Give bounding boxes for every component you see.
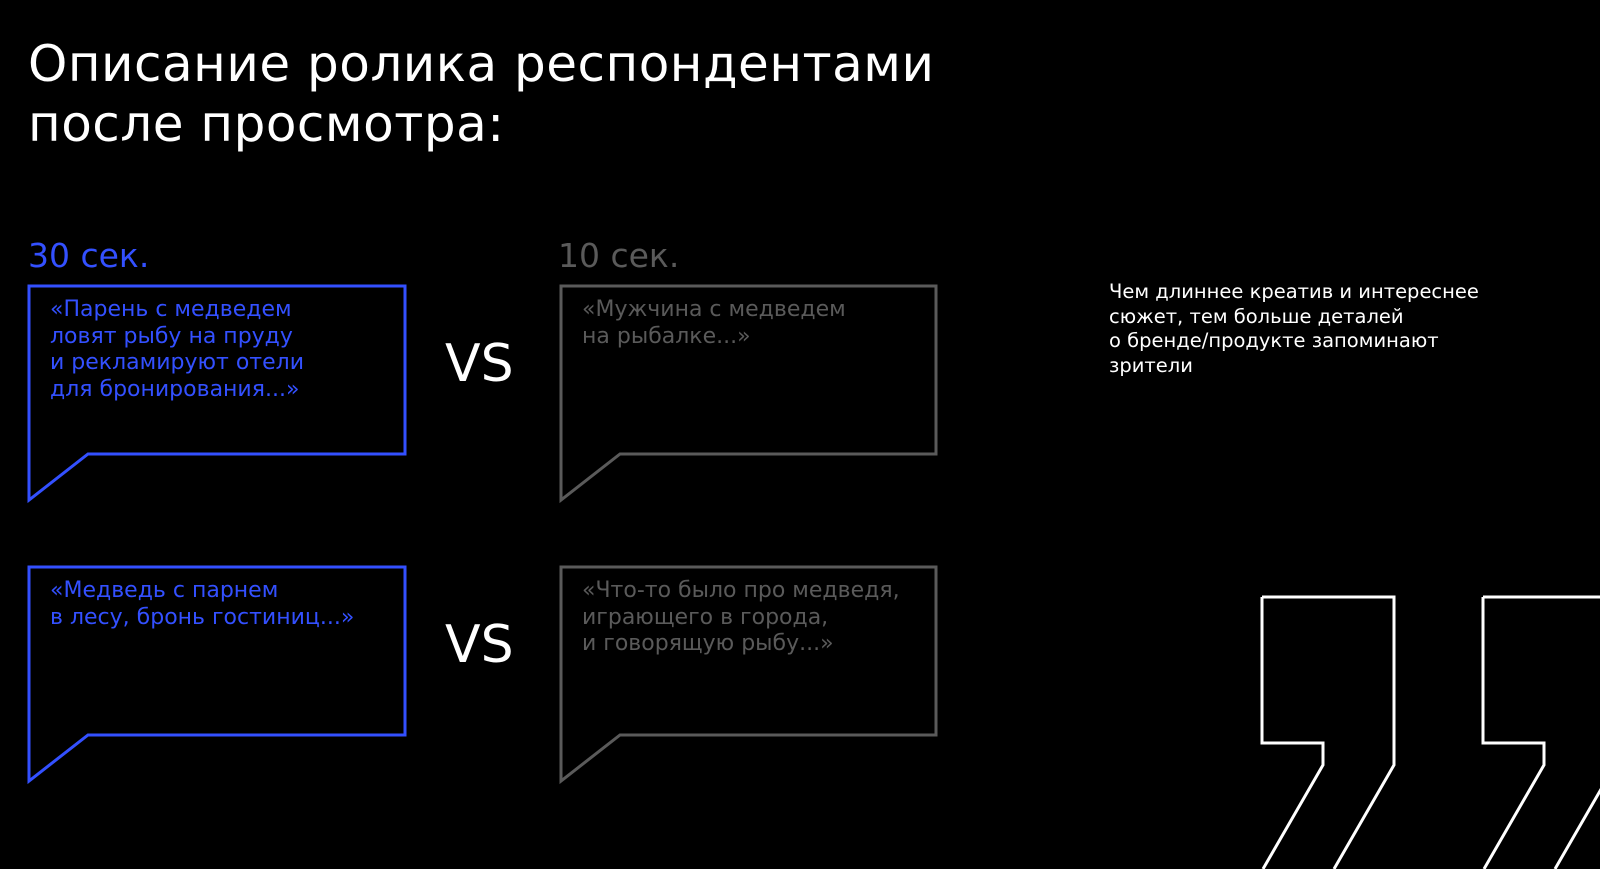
quote-long-1: «Парень с медведем ловят рыбу на пруду и… xyxy=(50,297,304,402)
quote-short-1: «Мужчина с медведем на рыбалке...» xyxy=(582,297,846,349)
conclusion-text: Чем длиннее креатив и интереснее сюжет, … xyxy=(1109,280,1479,377)
closing-quote-icon xyxy=(1260,595,1396,869)
quote-long-2: «Медведь с парнем в лесу, бронь гостиниц… xyxy=(50,578,355,630)
vs-label-2: VS xyxy=(445,615,514,675)
slide-title: Описание ролика респондентами после прос… xyxy=(28,35,935,153)
speech-bubble-short-1 xyxy=(559,284,938,504)
vs-label-1: VS xyxy=(445,334,514,394)
speech-bubble-long-2 xyxy=(27,565,407,785)
speech-bubble-long-1 xyxy=(27,284,407,504)
label-30-sec: 30 сек. xyxy=(28,236,150,275)
speech-bubble-short-2 xyxy=(559,565,938,785)
quote-short-2: «Что-то было про медведя, играющего в го… xyxy=(582,578,900,656)
closing-quote-icon-2 xyxy=(1481,595,1600,869)
label-10-sec: 10 сек. xyxy=(558,236,680,275)
